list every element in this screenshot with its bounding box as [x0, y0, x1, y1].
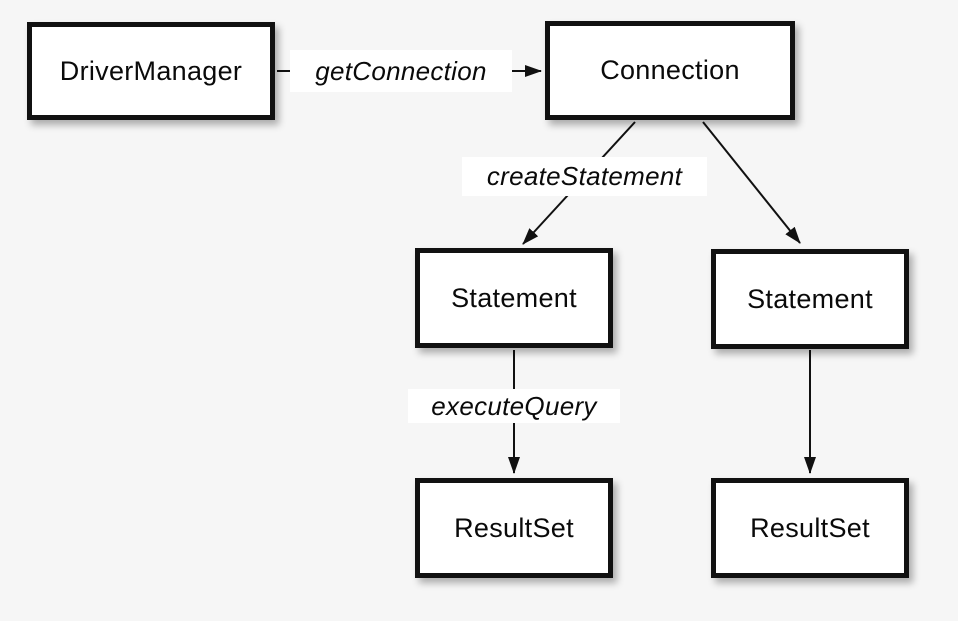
node-resultset-right: ResultSet [711, 478, 909, 578]
edge-label-execute-query: executeQuery [408, 389, 620, 423]
edge-connection-to-statement-right [702, 121, 801, 244]
node-statement-left: Statement [415, 248, 613, 348]
node-driver-manager: DriverManager [27, 22, 275, 120]
node-resultset-left: ResultSet [415, 478, 613, 578]
node-statement-right: Statement [711, 249, 909, 349]
edge-label-create-statement: createStatement [462, 157, 707, 196]
edge-label-get-connection: getConnection [290, 50, 512, 92]
node-connection: Connection [545, 21, 795, 120]
